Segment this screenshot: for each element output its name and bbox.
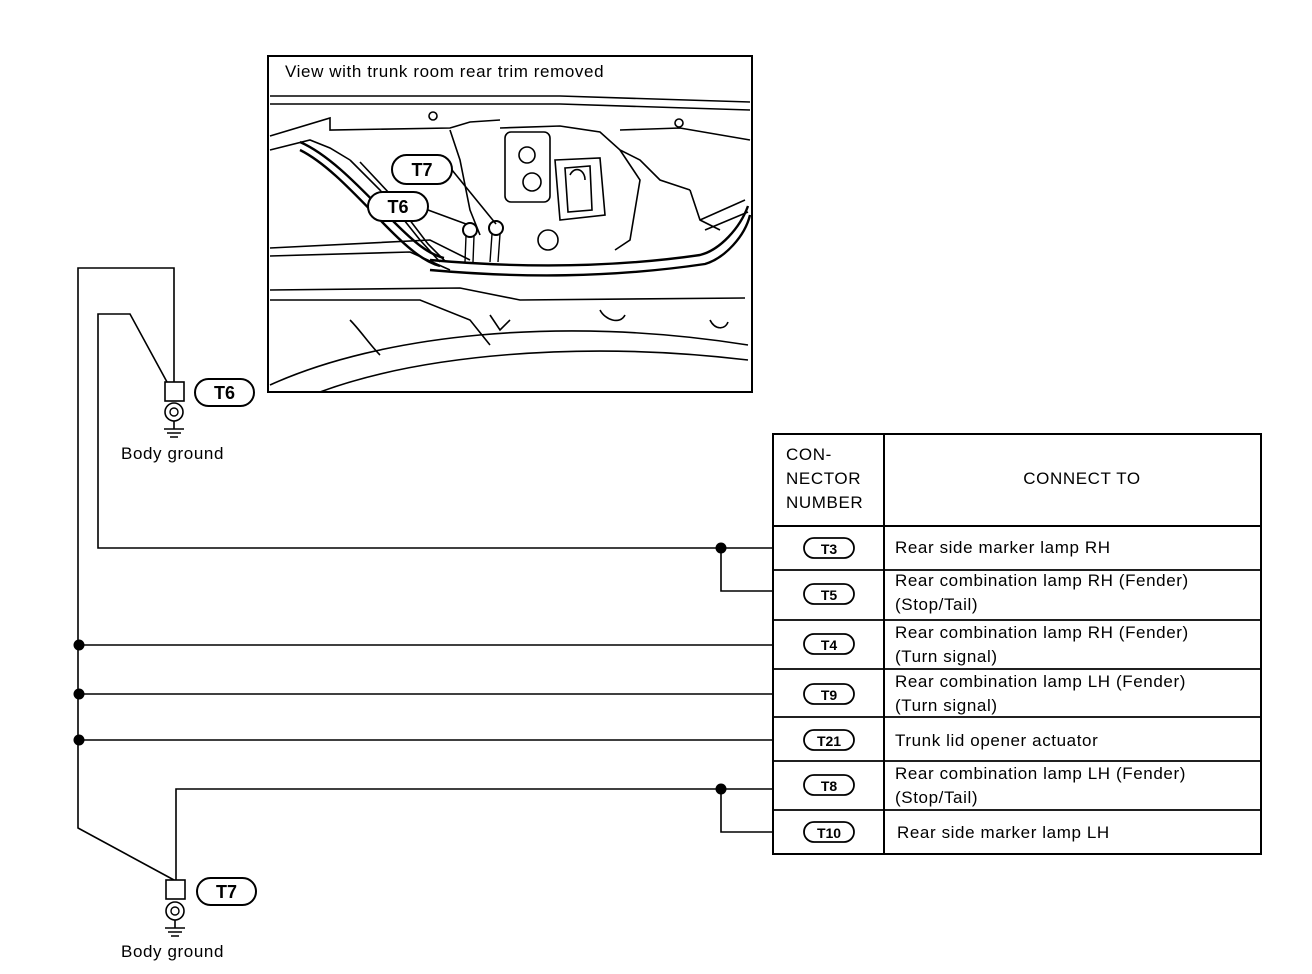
connector-number: T8 bbox=[821, 778, 838, 794]
connect-to-text: (Turn signal) bbox=[895, 696, 998, 715]
wires bbox=[77, 267, 773, 881]
connector-number: T10 bbox=[817, 825, 841, 841]
inset-caption: View with trunk room rear trim removed bbox=[285, 62, 604, 81]
ground-t6: T6 Body ground bbox=[121, 378, 255, 463]
table-row: T3 Rear side marker lamp RH bbox=[803, 537, 1111, 559]
svg-text:T7: T7 bbox=[216, 882, 237, 902]
connector-number: T21 bbox=[817, 733, 841, 749]
inset-label-t7: T7 bbox=[391, 154, 453, 185]
trunk-illustration bbox=[269, 95, 752, 393]
connector-number: T3 bbox=[821, 541, 838, 557]
table-row: T5 Rear combination lamp RH (Fender) (St… bbox=[803, 571, 1189, 614]
header-connector-line: CON- bbox=[786, 445, 832, 464]
connect-to-text: Rear combination lamp LH (Fender) bbox=[895, 672, 1186, 691]
connect-to-text: Rear combination lamp LH (Fender) bbox=[895, 764, 1186, 783]
connect-to-text: (Turn signal) bbox=[895, 647, 998, 666]
junction-dot bbox=[715, 542, 727, 554]
table-row: T8 Rear combination lamp LH (Fender) (St… bbox=[803, 764, 1186, 807]
connector-number: T5 bbox=[821, 587, 838, 603]
connect-to-text: (Stop/Tail) bbox=[895, 788, 978, 807]
inset-frame bbox=[267, 55, 753, 393]
connect-to-text: Rear side marker lamp RH bbox=[895, 538, 1111, 557]
junction-dots bbox=[73, 542, 727, 795]
junction-dot bbox=[715, 783, 727, 795]
connector-number: T4 bbox=[821, 637, 838, 653]
header-connector-line: NUMBER bbox=[786, 493, 863, 512]
trunk-inset: View with trunk room rear trim removed bbox=[267, 55, 753, 393]
connect-to-text: Rear combination lamp RH (Fender) bbox=[895, 623, 1189, 642]
table-row: T10 Rear side marker lamp LH bbox=[803, 821, 1110, 843]
ground-symbol-icon bbox=[165, 920, 185, 937]
connect-to-text: Trunk lid opener actuator bbox=[895, 731, 1098, 750]
svg-text:T7: T7 bbox=[411, 160, 432, 180]
ground-label: Body ground bbox=[121, 444, 224, 463]
connector-number: T9 bbox=[821, 687, 838, 703]
table-row: T4 Rear combination lamp RH (Fender) (Tu… bbox=[803, 623, 1189, 666]
table-row: T21 Trunk lid opener actuator bbox=[803, 729, 1098, 751]
connect-to-text: (Stop/Tail) bbox=[895, 595, 978, 614]
ground-terminal bbox=[164, 381, 185, 402]
svg-text:T6: T6 bbox=[214, 383, 235, 403]
svg-text:T6: T6 bbox=[387, 197, 408, 217]
ground-t7: T7 Body ground bbox=[121, 877, 257, 961]
ground-terminal bbox=[165, 879, 186, 900]
ground-connector-pill bbox=[194, 378, 255, 407]
junction-dot bbox=[73, 734, 85, 746]
header-connector-line: NECTOR bbox=[786, 469, 861, 488]
header-connect-to: CONNECT TO bbox=[1023, 469, 1140, 488]
ground-symbol-icon bbox=[164, 421, 184, 438]
table-row: T9 Rear combination lamp LH (Fender) (Tu… bbox=[803, 672, 1186, 715]
ground-connector-pill bbox=[196, 877, 257, 906]
junction-dot bbox=[73, 688, 85, 700]
connector-table: CON- NECTOR NUMBER CONNECT TO T3 Rear si… bbox=[772, 433, 1262, 855]
inset-label-t6: T6 bbox=[367, 191, 429, 222]
junction-dot bbox=[73, 639, 85, 651]
ground-label: Body ground bbox=[121, 942, 224, 961]
connect-to-text: Rear side marker lamp LH bbox=[897, 823, 1110, 842]
connect-to-text: Rear combination lamp RH (Fender) bbox=[895, 571, 1189, 590]
